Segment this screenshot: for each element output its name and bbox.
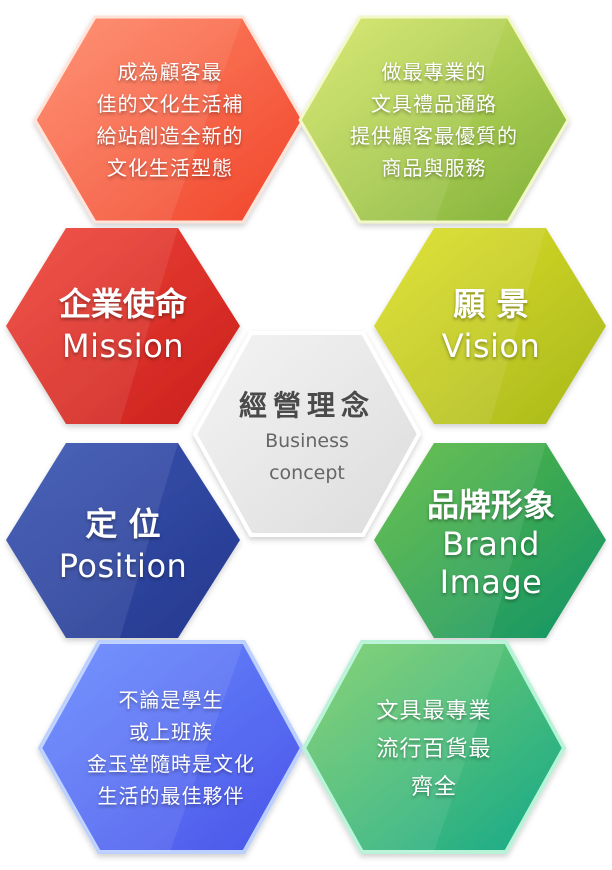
hex-top-right-text: 做最專業的 文具禮品通路 提供顧客最優質的 商品與服務 [320, 40, 548, 200]
top-right-line-1: 做最專業的 [381, 60, 487, 84]
hex-bottom-left [37, 640, 305, 854]
mission-title: 企業使命 [58, 285, 187, 323]
hex-vision [374, 228, 606, 424]
top-right-line-2: 文具禮品通路 [371, 92, 497, 116]
hex-mission-text: 企業使命 Mission [20, 270, 226, 380]
top-left-line-1: 成為顧客最 [117, 60, 223, 84]
bottom-left-line-4: 生活的最佳夥伴 [97, 784, 245, 808]
center-subtitle-line-2: concept [269, 461, 345, 484]
brand-image-subtitle-line-1: Brand [442, 525, 540, 563]
top-right-line-3: 提供顧客最優質的 [350, 124, 518, 148]
top-left-line-2: 佳的文化生活補 [96, 92, 244, 116]
hex-position [6, 443, 240, 638]
brand-image-subtitle-line-2: Image [439, 563, 543, 601]
bottom-left-line-2: 或上班族 [129, 720, 213, 744]
bottom-right-line-1: 文具最專業 [376, 699, 492, 724]
hex-position-text: 定 位 Position [20, 490, 226, 600]
bottom-right-line-3: 齊全 [410, 775, 457, 800]
hex-top-left-text: 成為顧客最 佳的文化生活補 給站創造全新的 文化生活型態 [60, 40, 280, 200]
center-title: 經營理念 [238, 388, 375, 422]
position-title: 定 位 [85, 505, 161, 543]
vision-title: 願 景 [453, 285, 529, 323]
hex-bottom-right-text: 文具最專業 流行百貨最 齊全 [330, 690, 538, 810]
hex-brand-image [374, 443, 606, 638]
mission-subtitle: Mission [61, 327, 185, 365]
hex-bottom-left-text: 不論是學生 或上班族 金玉堂隨時是文化 生活的最佳夥伴 [66, 668, 276, 828]
bottom-right-line-2: 流行百貨最 [376, 737, 492, 762]
vision-subtitle: Vision [441, 327, 541, 365]
top-left-line-3: 給站創造全新的 [96, 124, 244, 148]
center-subtitle-line-1: Business [265, 429, 349, 452]
hex-vision-text: 願 景 Vision [388, 270, 594, 380]
bottom-left-line-3: 金玉堂隨時是文化 [87, 752, 255, 776]
top-right-line-4: 商品與服務 [381, 156, 487, 180]
hex-brand-image-text: 品牌形象 Brand Image [388, 478, 594, 608]
facet-highlights [6, 17, 546, 852]
brand-image-title: 品牌形象 [426, 486, 555, 524]
hex-top-right [298, 15, 570, 224]
hex-mission [6, 228, 240, 424]
position-subtitle: Position [58, 547, 188, 585]
top-left-line-4: 文化生活型態 [107, 156, 233, 180]
bottom-left-line-1: 不論是學生 [118, 688, 224, 712]
hex-bottom-right [301, 640, 567, 854]
hex-center [192, 331, 422, 537]
hex-center-text: 經營理念 Business concept [205, 380, 409, 495]
hex-top-left [33, 15, 305, 224]
